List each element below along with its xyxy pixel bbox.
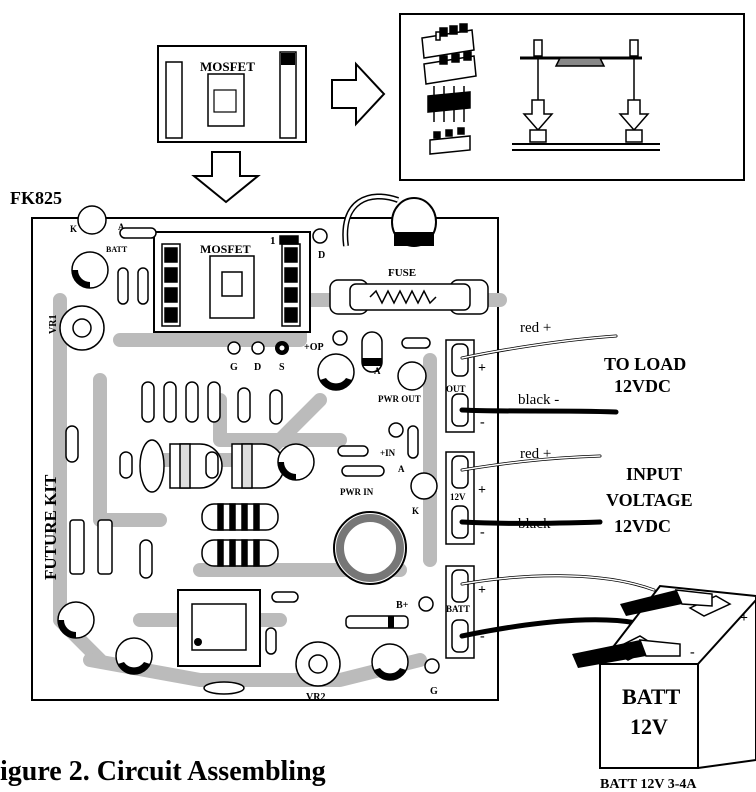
input-label: INPUT <box>626 464 682 484</box>
inset-box <box>399 13 745 181</box>
batt-plus-sign: + <box>478 583 486 598</box>
load-red-label: red + <box>520 320 551 336</box>
input-red-label: red + <box>520 446 551 462</box>
pin-s-label: S <box>279 362 285 373</box>
pwr-in-label: PWR IN <box>340 487 374 497</box>
vr2-label: VR2 <box>306 692 325 703</box>
led-k-label: K <box>70 224 77 234</box>
in-plus-sign: + <box>478 483 486 498</box>
input-black-label: black - <box>518 516 559 532</box>
pwr-in-k-label: K <box>412 506 419 516</box>
b-plus-label: B+ <box>396 600 409 611</box>
pin1-label: 1 <box>270 235 276 247</box>
pin-g-label: G <box>230 362 238 373</box>
battery-label-1: BATT <box>622 684 681 709</box>
pwr-in-a-label: A <box>398 464 405 474</box>
batt-terminal-label: BATT <box>446 604 470 614</box>
battery-label-2: 12V <box>630 714 668 739</box>
op-label: +OP <box>304 342 324 353</box>
in-minus-sign: - <box>480 525 485 540</box>
input-voltage-label: 12VDC <box>614 516 671 536</box>
vr1-label: VR1 <box>48 315 59 334</box>
pcb-board: MOSFET 1 G D S K A BATT VR1 D <box>31 193 507 703</box>
led-a-label: A <box>118 222 125 232</box>
diode-a-label: A <box>374 366 381 376</box>
pin-d-label: D <box>254 362 261 373</box>
out-plus-sign: + <box>478 361 486 376</box>
out-minus-sign: - <box>480 415 485 430</box>
battery-plus-sign: + <box>740 611 748 626</box>
kit-title: FK825 <box>10 188 62 208</box>
pwr-out-label: PWR OUT <box>378 394 421 404</box>
batt-ref-label: BATT <box>106 245 128 254</box>
wires <box>459 334 663 639</box>
g-ref-label: G <box>430 686 438 697</box>
fuse-label: FUSE <box>388 267 416 279</box>
mosfet-label-top: MOSFET <box>200 59 255 74</box>
in-label: +IN <box>380 448 396 458</box>
load-voltage-label: 12VDC <box>614 376 671 396</box>
battery: + - BATT 12V <box>599 584 756 769</box>
battery-caption: BATT 12V 3-4A <box>600 777 697 792</box>
figure-caption: igure 2. Circuit Assembling <box>0 756 326 787</box>
arrow-down-icon <box>191 151 261 204</box>
voltage-label: VOLTAGE <box>606 490 693 510</box>
brand-logo-text: FUTURE KIT <box>41 474 60 580</box>
mosfet-module-top: MOSFET <box>157 45 307 143</box>
arrow-right-icon <box>331 61 386 127</box>
alligator-clips <box>572 589 713 668</box>
load-black-label: black - <box>518 392 559 408</box>
batt-minus-sign: - <box>480 629 485 644</box>
to-load-label: TO LOAD <box>604 354 686 374</box>
v12-terminal-label: 12V <box>450 492 466 502</box>
mosfet-label-board: MOSFET <box>200 242 251 256</box>
d-ref-label: D <box>318 250 325 261</box>
out-terminal-label: OUT <box>446 384 466 394</box>
battery-minus-sign: - <box>690 645 695 660</box>
